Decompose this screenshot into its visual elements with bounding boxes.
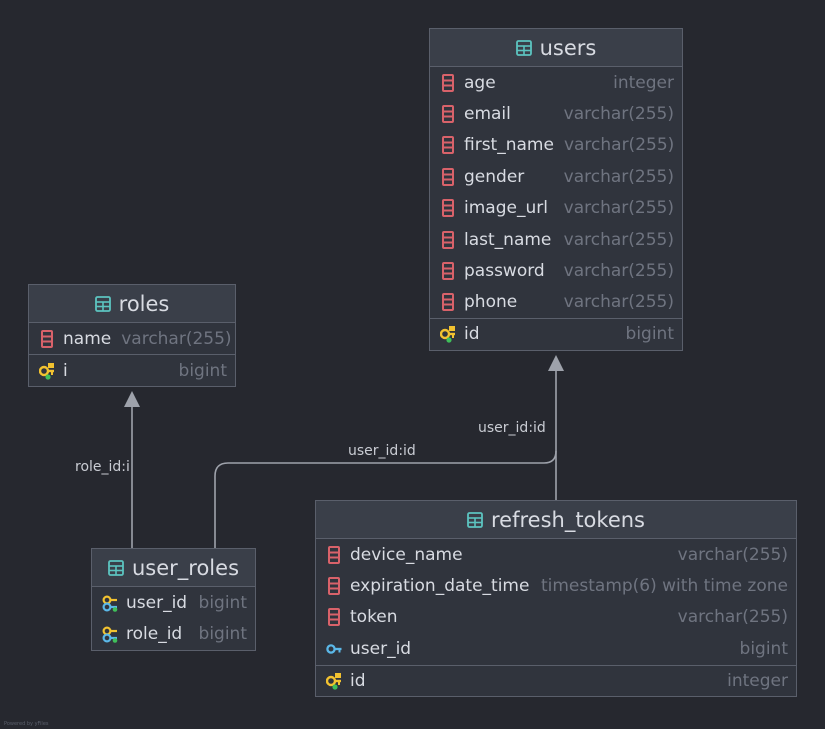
column-row-device-name[interactable]: device_name varchar(255) [316,539,796,570]
column-row-age[interactable]: age integer [430,67,682,98]
column-row-token[interactable]: token varchar(255) [316,602,796,633]
primary-foreign-key-icon [102,625,118,643]
relation-label-user-roles-user-id: user_id:id [348,443,416,459]
table-name: users [539,35,597,60]
column-name: age [464,72,496,93]
column-row-user-id[interactable]: user_id bigint [92,587,255,618]
table-name: user_roles [131,555,240,580]
column-name: user_id [350,638,412,659]
column-type: timestamp(6) with time zone [540,576,788,597]
column-name: first_name [464,135,554,156]
column-name: i [63,360,68,381]
column-icon [326,577,342,596]
column-row-image-url[interactable]: image_url varchar(255) [430,193,682,224]
column-type: bigint [625,324,674,345]
relation-arrowhead-users [548,355,564,371]
column-type: varchar(255) [563,104,674,125]
primary-foreign-key-icon [102,594,118,612]
column-name: last_name [464,229,552,250]
column-row-name[interactable]: name varchar(255) [29,323,235,354]
column-type: varchar(255) [677,544,788,565]
column-name: role_id [126,624,183,645]
column-row-id[interactable]: id bigint [430,318,682,349]
relation-arrowhead-roles [124,391,140,407]
column-type: bigint [198,624,247,645]
column-row-first-name[interactable]: first_name varchar(255) [430,130,682,161]
column-type: integer [727,670,788,691]
column-name: gender [464,166,525,187]
column-name: token [350,607,398,628]
table-roles[interactable]: roles name varchar(255) i bigint [28,284,236,387]
table-header[interactable]: roles [29,285,235,323]
column-icon [440,73,456,92]
column-type: varchar(255) [563,229,674,250]
column-type: varchar(255) [677,607,788,628]
table-icon [467,511,483,528]
column-row-gender[interactable]: gender varchar(255) [430,161,682,192]
table-refresh-tokens[interactable]: refresh_tokens device_name varchar(255) ex… [315,500,797,697]
table-icon [515,39,532,56]
column-icon [440,293,456,312]
column-icon [39,329,55,348]
column-row-user-id[interactable]: user_id bigint [316,633,796,664]
primary-key-icon [38,362,55,380]
column-type: varchar(255) [563,292,674,313]
column-type: integer [613,72,674,93]
column-name: expiration_date_time [350,576,530,597]
column-name: id [464,324,480,345]
column-row-role-id[interactable]: role_id bigint [92,618,255,649]
column-icon [440,199,456,218]
table-icon [94,295,111,312]
column-icon [440,262,456,281]
column-type: varchar(255) [563,135,675,156]
column-type: bigint [178,360,227,381]
column-row-password[interactable]: password varchar(255) [430,255,682,286]
primary-key-icon [439,325,456,343]
column-row-expiration-date-time[interactable]: expiration_date_time timestamp(6) with ti… [316,570,796,601]
primary-key-icon [325,672,342,690]
column-type: varchar(255) [563,261,674,282]
column-name: name [63,328,112,349]
column-icon [440,105,456,124]
column-icon [326,545,342,564]
table-icon [108,559,124,576]
column-name: user_id [126,592,188,613]
column-type: bigint [739,638,788,659]
table-header[interactable]: user_roles [92,549,255,587]
column-icon [326,608,342,627]
table-header[interactable]: users [430,29,682,67]
column-name: id [350,670,366,691]
column-row-phone[interactable]: phone varchar(255) [430,287,682,318]
relation-label-refresh-tokens-user-id: user_id:id [478,420,546,436]
column-type: bigint [198,592,247,613]
column-name: email [464,104,511,125]
column-icon [440,230,456,249]
column-name: image_url [464,198,548,219]
table-name: roles [118,291,170,316]
column-icon [440,136,456,155]
table-name: refresh_tokens [491,507,645,532]
relation-label-role-id: role_id:i [75,459,130,475]
column-row-email[interactable]: email varchar(255) [430,98,682,129]
table-header[interactable]: refresh_tokens [316,501,796,539]
column-name: device_name [350,544,463,565]
column-type: varchar(255) [121,328,232,349]
column-icon [440,167,456,186]
watermark: Powered by yFiles [4,721,49,727]
foreign-key-icon [326,640,342,658]
column-type: varchar(255) [563,166,674,187]
column-row-i[interactable]: i bigint [29,354,235,385]
column-type: varchar(255) [563,198,674,219]
column-name: phone [464,292,518,313]
column-row-last-name[interactable]: last_name varchar(255) [430,224,682,255]
column-row-id[interactable]: id integer [316,664,796,696]
column-name: password [464,261,545,282]
